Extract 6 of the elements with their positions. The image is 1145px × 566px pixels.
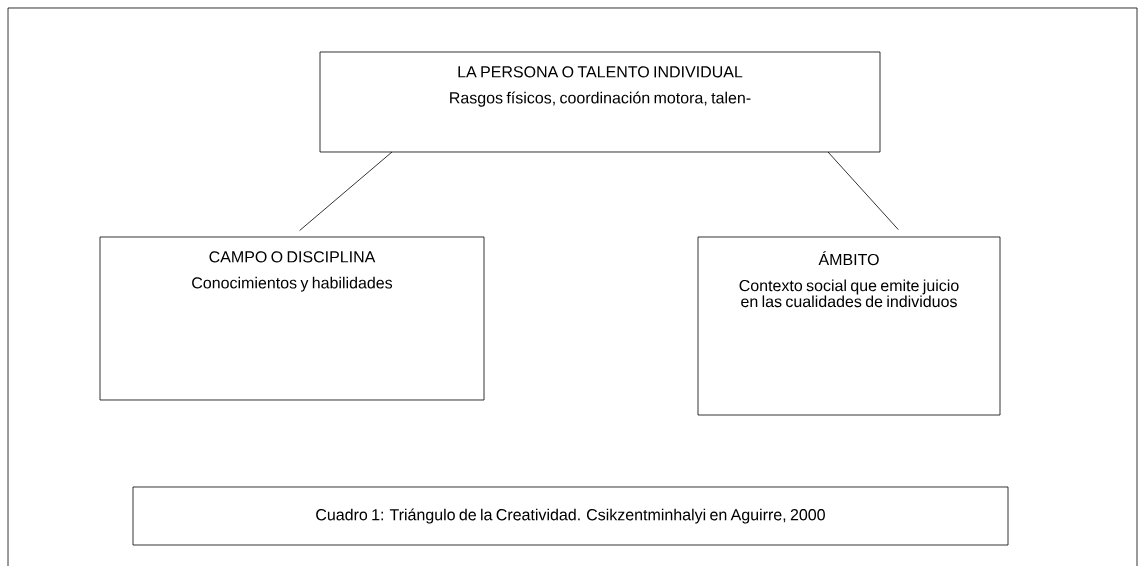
concept-box: CAMPO O DISCIPLINA Conocimientos y habilidades (99, 236, 485, 401)
concept-box: LA PERSONA O TALENTO INDIVIDUAL Rasgos físicos, coordinación motora, talen- (319, 51, 881, 153)
connector-line (827, 151, 899, 230)
connector-line (299, 151, 393, 231)
concept-box: ÁMBITO Contexto social que emite juicio en las cualidades de individuos (697, 236, 1001, 416)
caption-box: Cuadro 1: Triángulo de la Creatividad. Csikzentminhalyi en Aguirre, 2000 (132, 486, 1009, 546)
